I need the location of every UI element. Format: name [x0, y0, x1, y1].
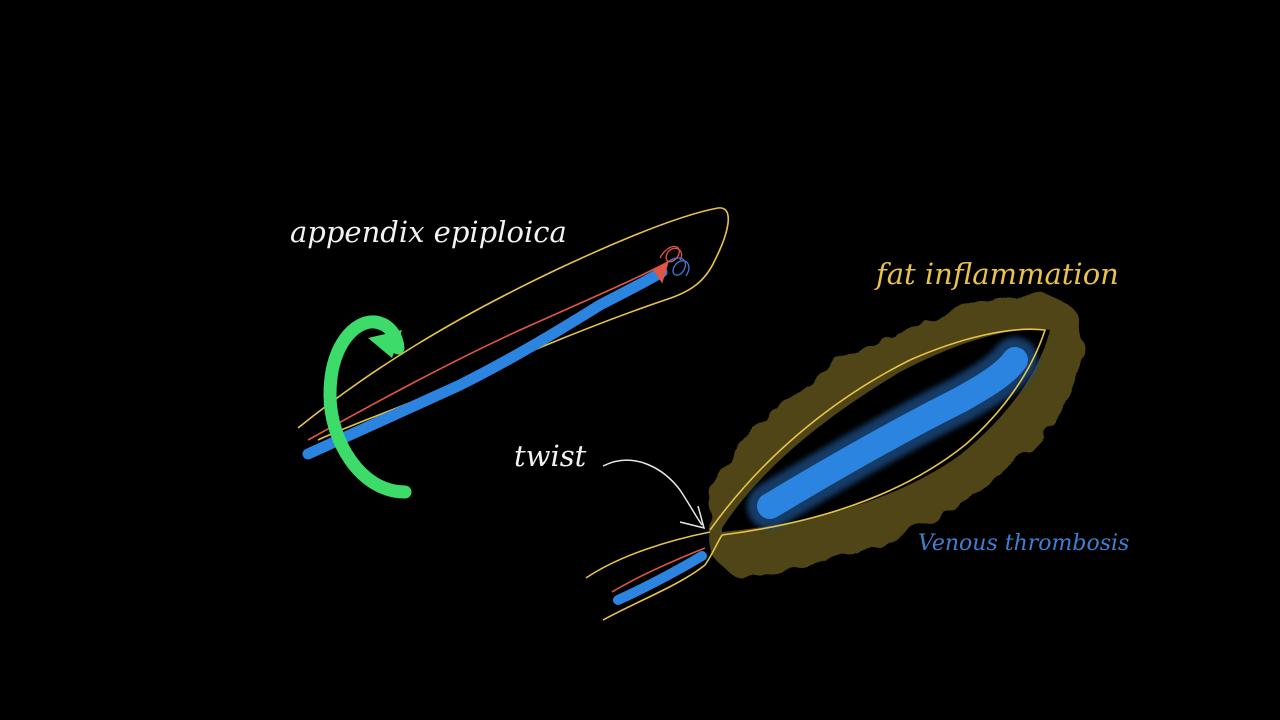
label-fat-inflammation: fat inflammation [874, 257, 1119, 291]
stalk-vein [613, 551, 707, 605]
pointer-arrowhead-icon [679, 505, 706, 530]
arrowhead-icon [368, 330, 402, 358]
label-appendix-epiploica: appendix epiploica [290, 215, 567, 249]
tip-vessel-scribble [653, 245, 690, 284]
label-twist: twist [514, 439, 587, 473]
label-venous-thrombosis: Venous thrombosis [918, 531, 1129, 556]
normal-appendix [297, 207, 730, 460]
thrombosed-vein [757, 347, 1028, 519]
vein-line [302, 266, 668, 460]
stalk-artery [611, 547, 706, 593]
rotation-arrow [323, 315, 412, 499]
torsed-appendix [585, 294, 1083, 621]
torsed-outline-lobule [709, 328, 1047, 536]
torsed-outline-stalk [585, 531, 723, 621]
artery-line [307, 261, 669, 441]
twist-pointer [602, 459, 706, 530]
